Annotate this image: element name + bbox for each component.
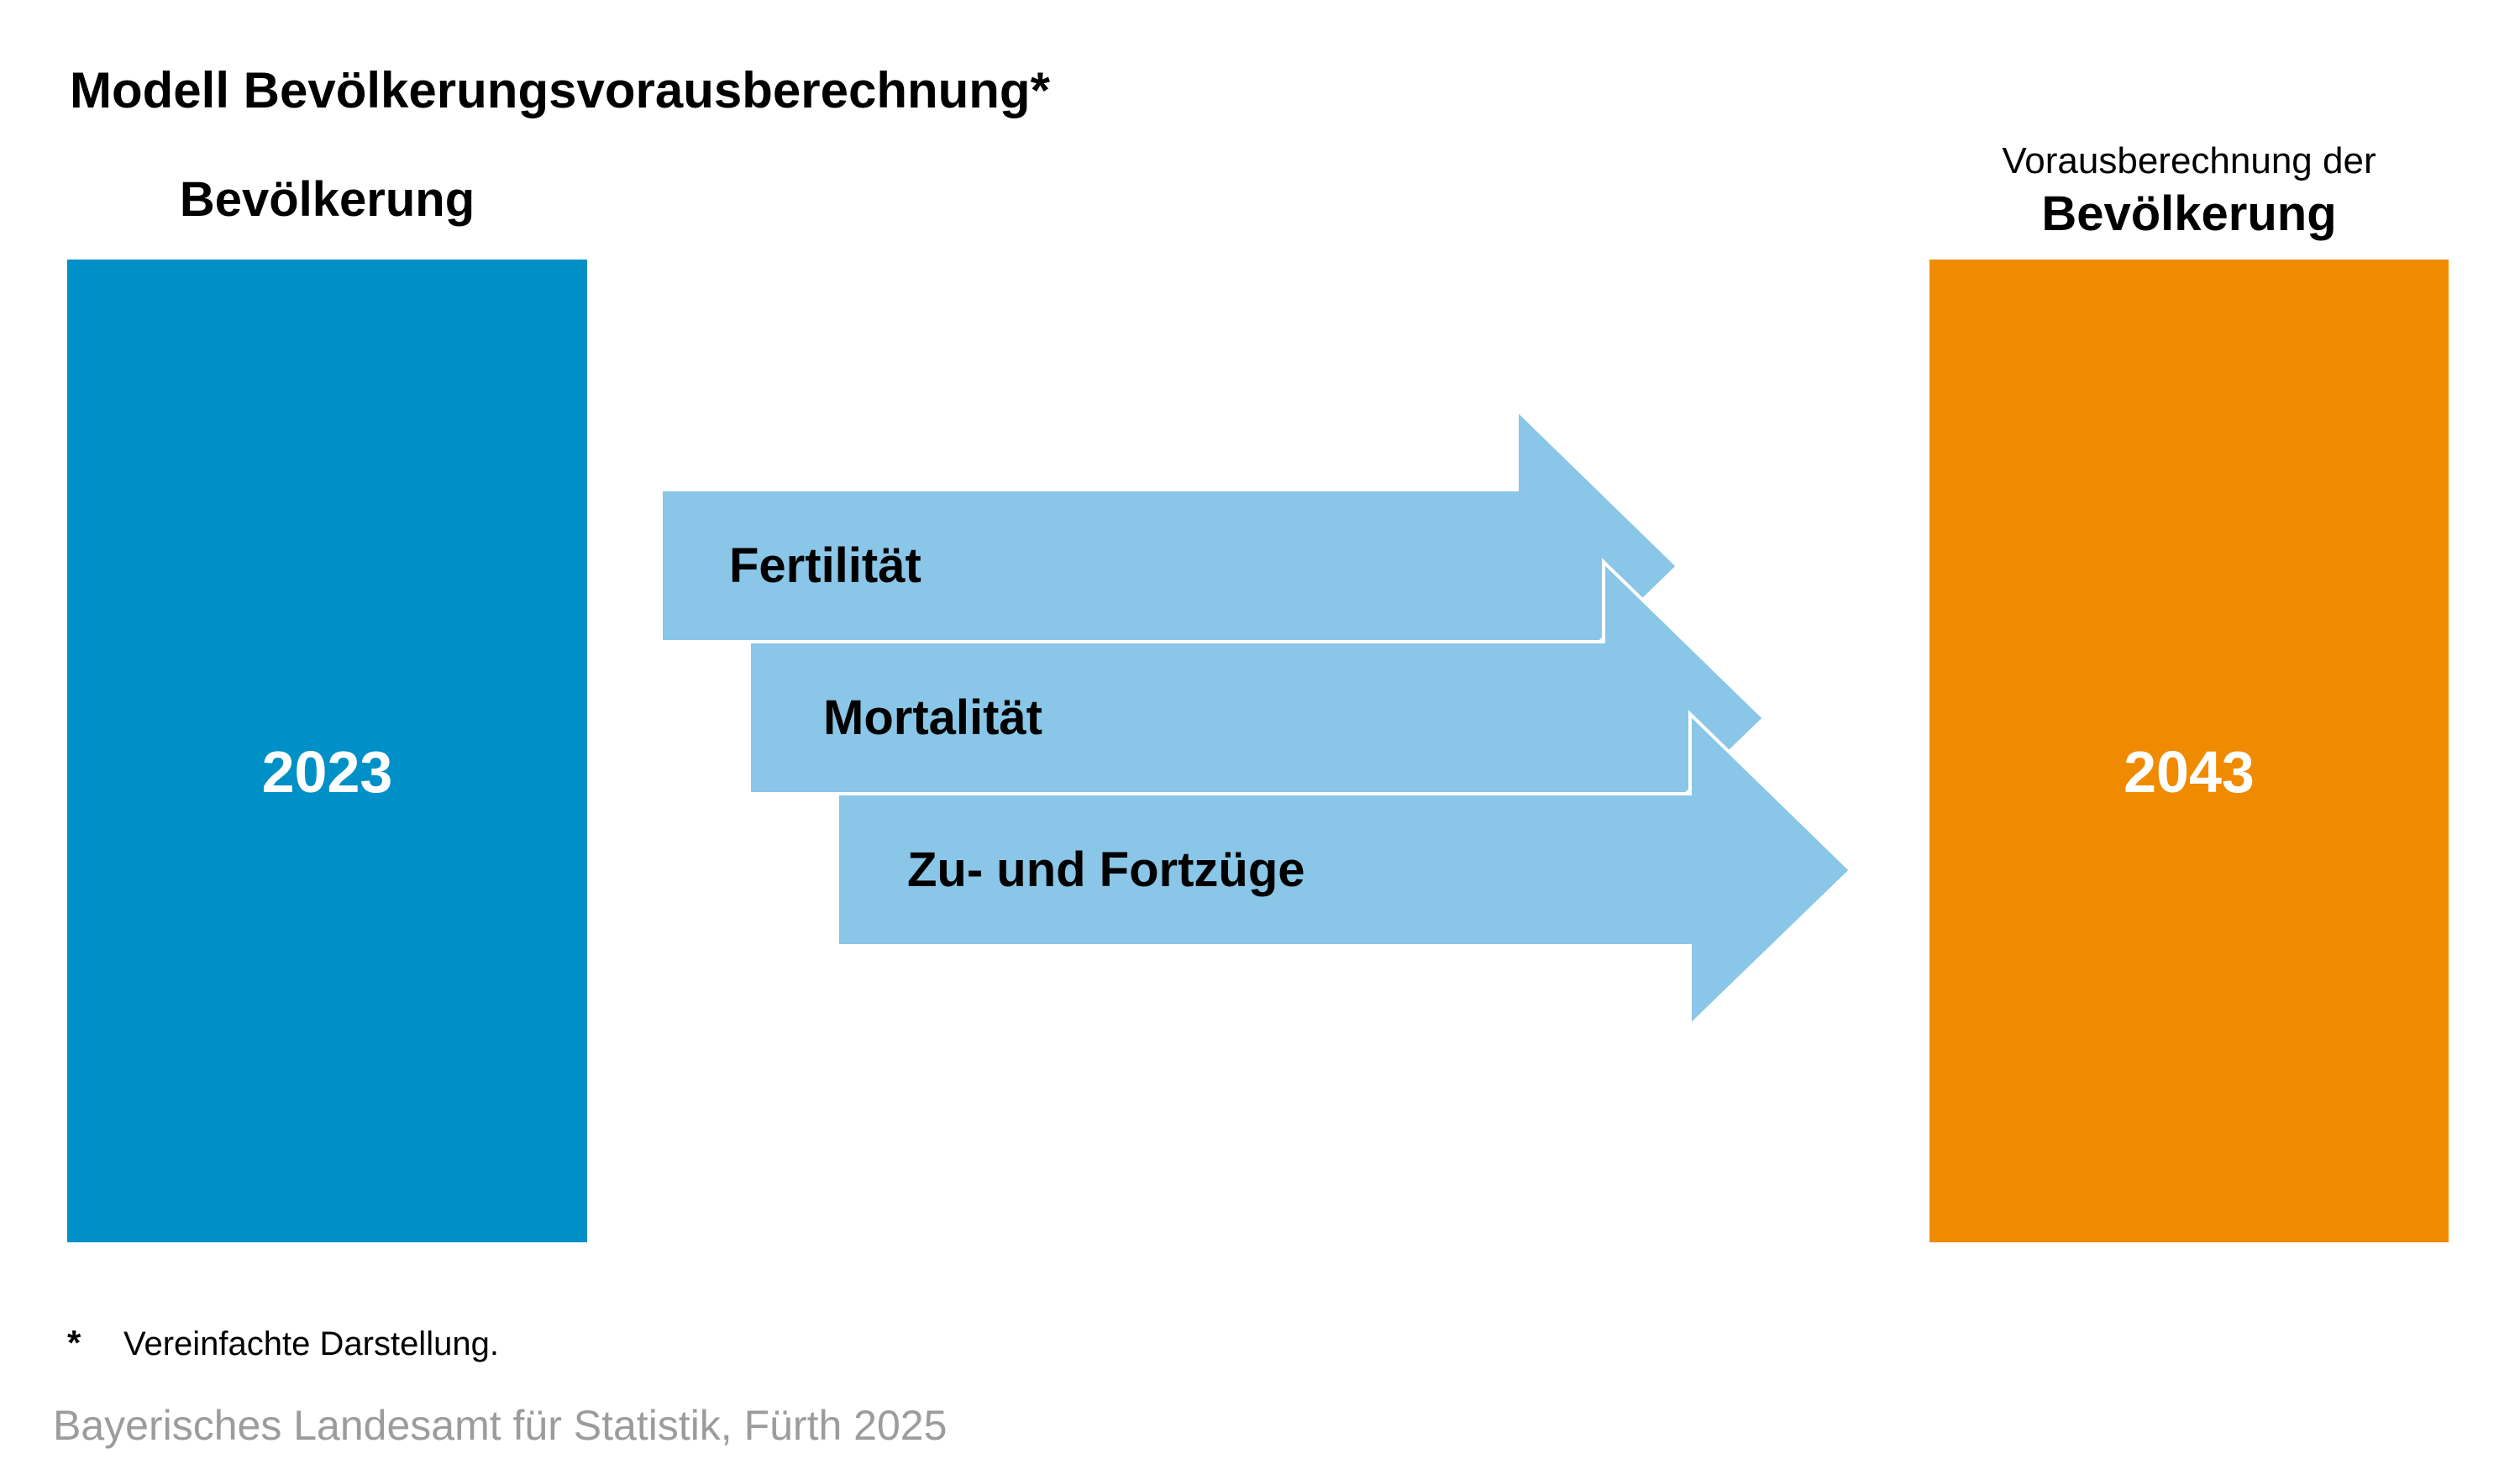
projection-box-header-line1: Vorausberechnung der <box>2002 140 2376 181</box>
page-title: Modell Bevölkerungsvorausberechnung* <box>70 62 1050 118</box>
projection-box: 2043 <box>1929 260 2449 1242</box>
footnote: * Vereinfachte Darstellung. <box>67 1323 499 1362</box>
footnote-text: Vereinfachte Darstellung. <box>123 1325 499 1362</box>
mortality-arrow-label: Mortalität <box>823 690 1042 745</box>
population-box: 2023 <box>67 260 587 1242</box>
footnote-marker: * <box>67 1323 81 1362</box>
fertility-arrow-label: Fertilität <box>729 538 921 593</box>
fertility-arrow-label-row: Fertilität <box>661 490 1585 642</box>
population-year: 2023 <box>261 739 393 805</box>
projection-box-header-line2: Bevölkerung <box>2041 186 2337 241</box>
population-box-header: Bevölkerung <box>179 172 475 227</box>
migration-arrow-shape <box>836 710 1853 1030</box>
migration-arrow-label-row: Zu- und Fortzüge <box>837 794 1760 946</box>
source-credit: Bayerisches Landesamt für Statistik, Für… <box>53 1402 948 1449</box>
mortality-arrow-label-row: Mortalität <box>749 642 1677 794</box>
projection-year: 2043 <box>2124 739 2255 805</box>
migration-arrow-label: Zu- und Fortzüge <box>907 842 1305 897</box>
